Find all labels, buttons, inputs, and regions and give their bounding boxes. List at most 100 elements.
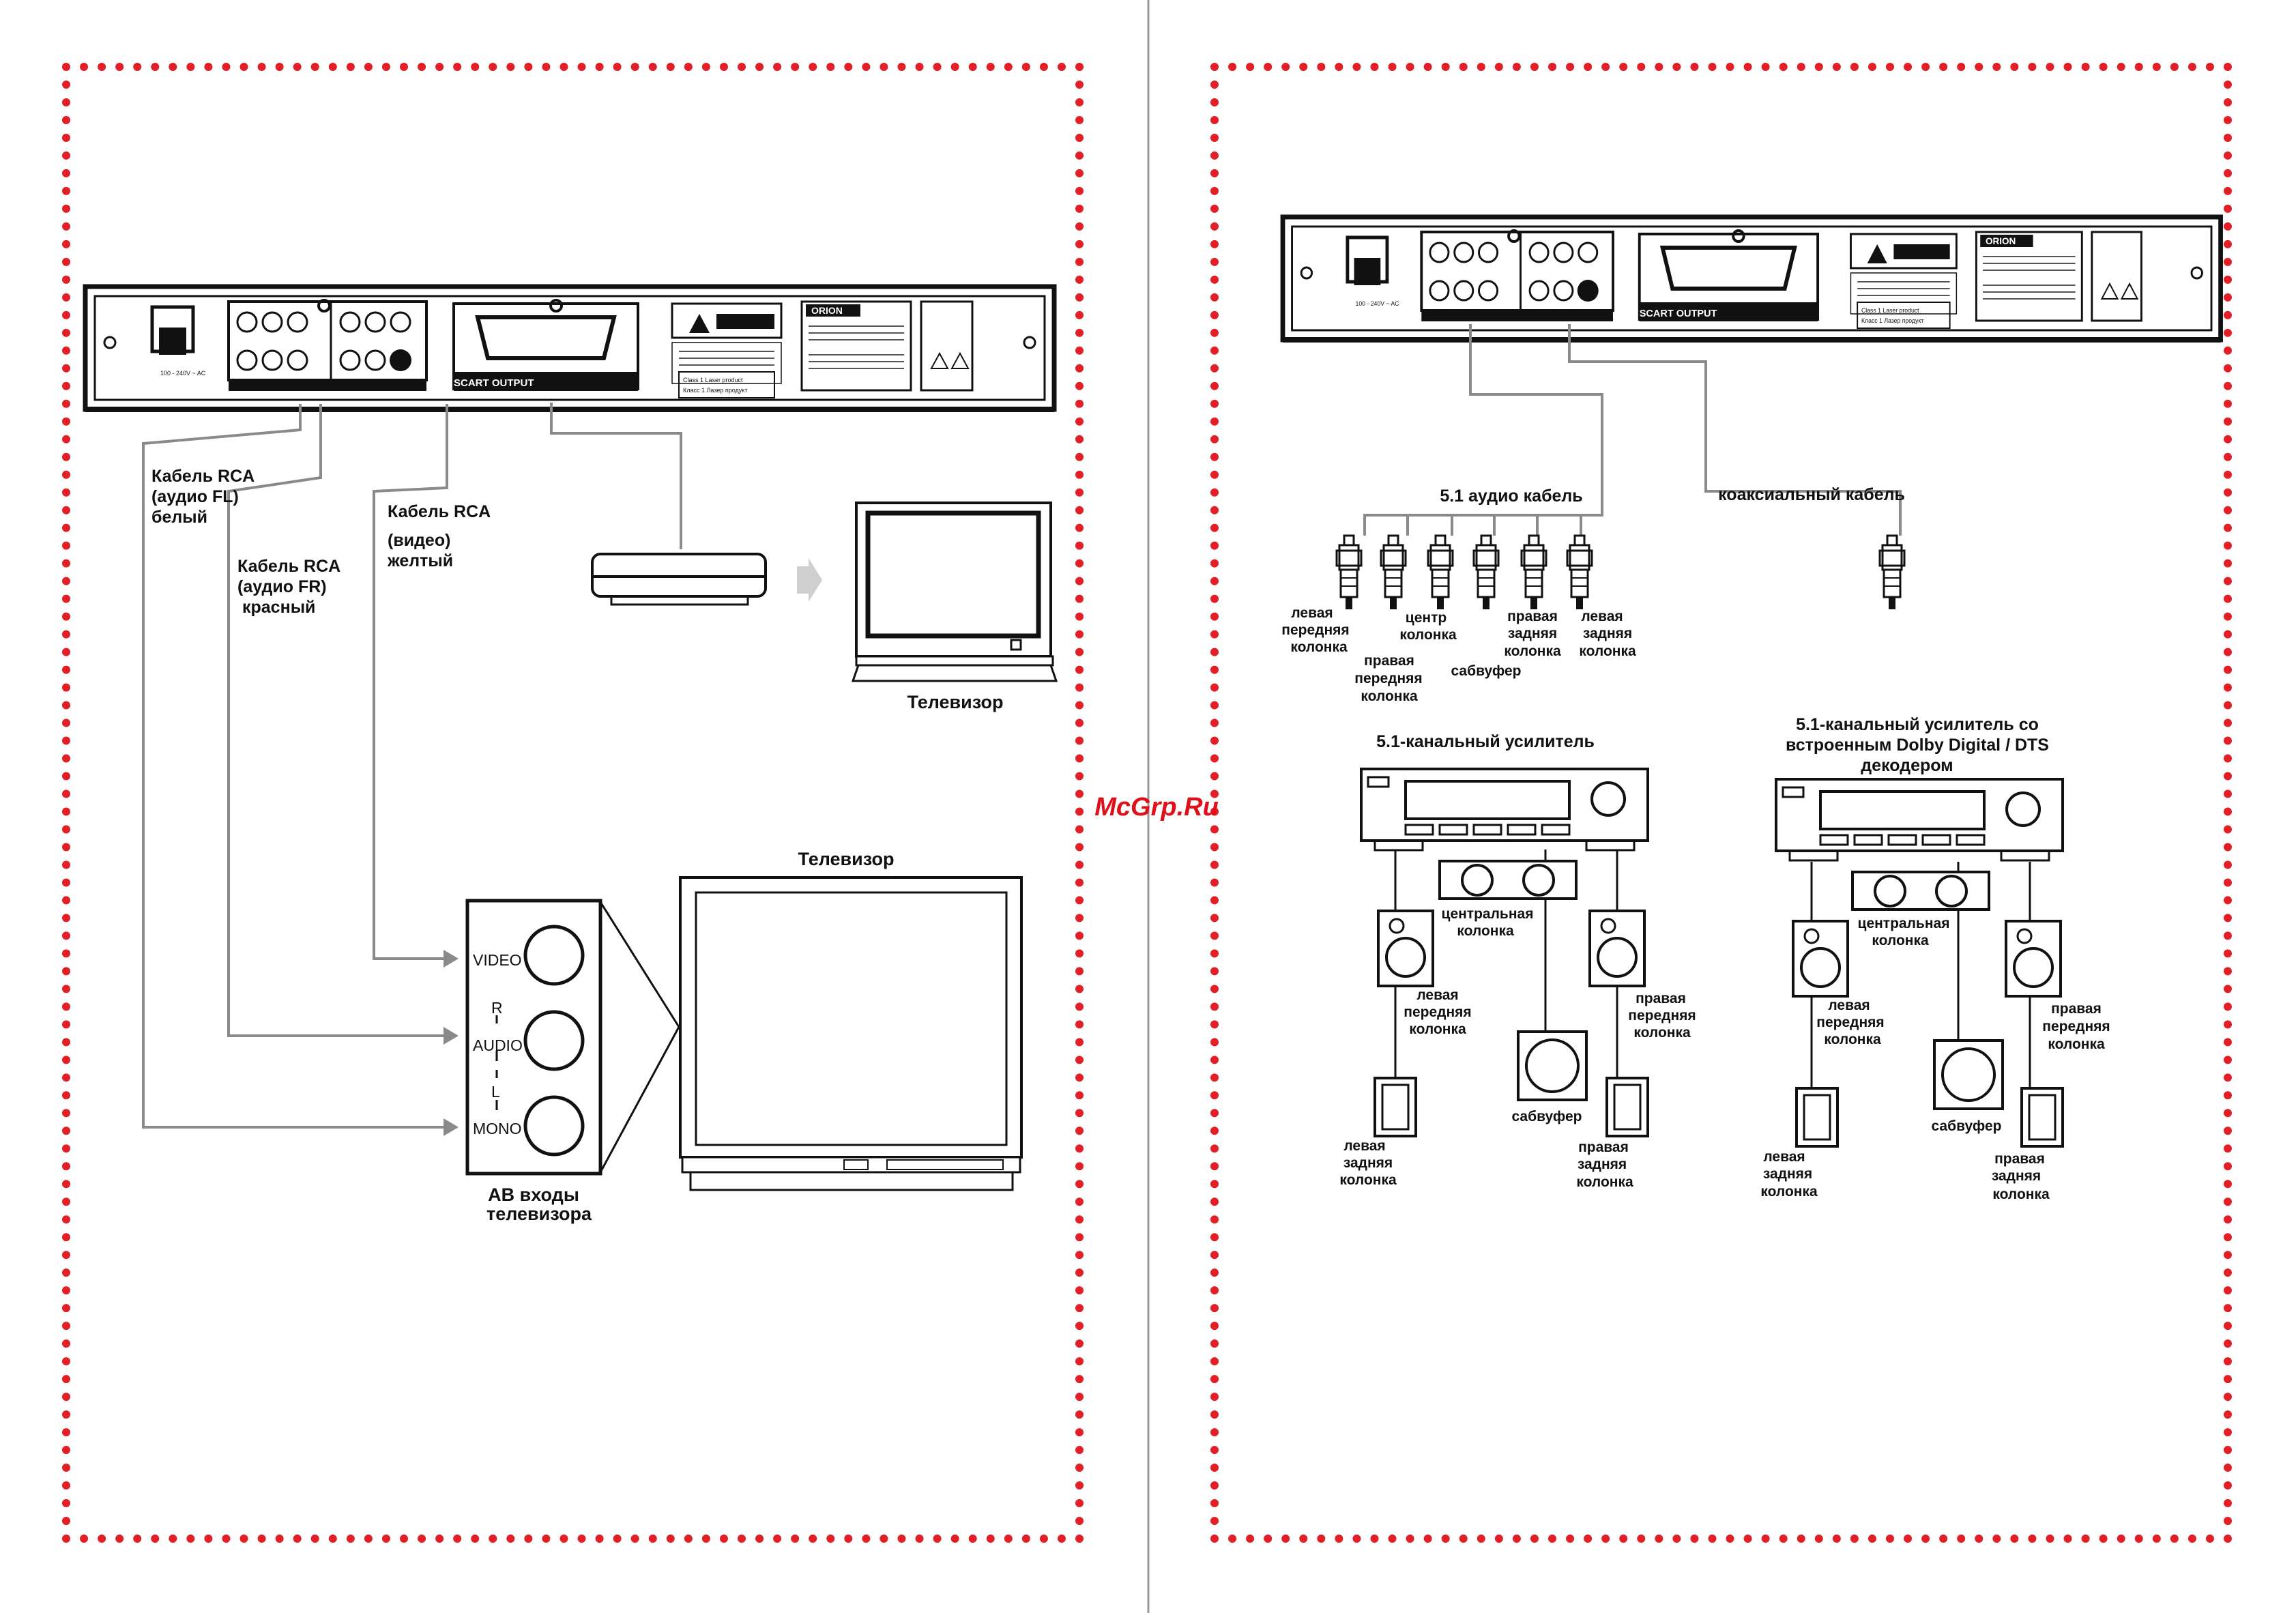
amp1-sub: сабвуфер <box>1512 1109 1582 1124</box>
left-dotted-frame <box>62 63 1084 1543</box>
amp1-title: 5.1-канальный усилитель <box>1376 732 1595 751</box>
cable-scart <box>550 403 682 549</box>
amp2-title-3: декодером <box>1861 756 1953 775</box>
amp2-fr-2: передняя <box>2042 1019 2110 1034</box>
plug-rr-3: колонка <box>1504 643 1561 659</box>
amp1-rr-2: задняя <box>1578 1157 1627 1172</box>
jack-mono-label: MONO <box>473 1120 522 1137</box>
amp2-center-1: центральная <box>1858 916 1950 931</box>
amp1-fr-1: правая <box>1636 991 1686 1006</box>
plug-rr-2: задняя <box>1508 626 1557 641</box>
plug-fr-2: передняя <box>1354 671 1422 686</box>
laser-label-ru: Класс 1 Лазер продукт <box>683 387 747 394</box>
label-cable-fr-3: красный <box>242 598 315 617</box>
amp1-system <box>1360 768 1649 1137</box>
label-coaxial-cable: коаксиальный кабель <box>1718 485 1905 504</box>
amp2-fl-2: передняя <box>1816 1015 1884 1030</box>
label-cable-fl-1: Кабель RCA <box>151 467 255 486</box>
amp2-rr-1: правая <box>1994 1151 2045 1167</box>
right-page: SCART OUTPUT ORION 100 - 240V ~ AC Class… <box>1281 217 2220 1202</box>
tv-big-label: Телевизор <box>798 849 895 869</box>
cable-fl <box>142 404 444 1129</box>
amp2-labels: центральная колонка левая передняя колон… <box>1760 916 2110 1202</box>
amp2-title-1: 5.1-канальный усилитель со <box>1796 715 2039 734</box>
amp1-fl-1: левая <box>1416 987 1458 1003</box>
amp2-rr-2: задняя <box>1992 1168 2041 1184</box>
plug-fl-3: колонка <box>1290 639 1348 655</box>
amp2-fr-3: колонка <box>2048 1036 2105 1052</box>
amp2-rl-3: колонка <box>1760 1184 1818 1200</box>
laser-label-en: Class 1 Laser product <box>683 377 743 383</box>
av-inputs-label-2: телевизора <box>486 1204 592 1224</box>
amp1-labels: центральная колонка левая передняя колон… <box>1339 906 1696 1190</box>
rca-plugs <box>1335 534 1906 611</box>
plug-rl-2: задняя <box>1583 626 1632 641</box>
plug-fr-1: правая <box>1364 653 1414 669</box>
amp1-fl-3: колонка <box>1409 1021 1466 1037</box>
tv-small <box>851 502 1058 682</box>
cable-arrows <box>444 950 459 1136</box>
laser-label-ru-right: Класс 1 Лазер продукт <box>1861 317 1923 324</box>
jack-audio-label: AUDIO <box>473 1036 523 1054</box>
amp2-fl-1: левая <box>1828 998 1870 1013</box>
plug-rl-1: левая <box>1581 609 1623 624</box>
jack-video-label: VIDEO <box>473 951 522 969</box>
scart-adapter <box>591 553 767 606</box>
amp1-center-2: колонка <box>1457 923 1514 939</box>
watermark: McGrp.Ru <box>1094 793 1219 822</box>
cable-video <box>373 404 448 960</box>
amp1-fl-2: передняя <box>1404 1004 1471 1020</box>
tv-av-input-panel <box>465 899 680 1176</box>
amp2-rl-2: задняя <box>1763 1166 1812 1182</box>
amp1-rr-3: колонка <box>1576 1174 1633 1190</box>
jack-l-label: L <box>491 1083 500 1101</box>
label-51-audio-cable: 5.1 аудио кабель <box>1440 486 1582 506</box>
plug-sub: сабвуфер <box>1451 663 1522 679</box>
plug-fr-3: колонка <box>1361 688 1418 704</box>
label-cable-fl-3: белый <box>151 508 207 527</box>
amp2-fl-3: колонка <box>1824 1032 1881 1047</box>
plug-center-1: центр <box>1406 610 1447 626</box>
label-cable-video-3: желтый <box>387 551 453 570</box>
label-cable-fl-2: (аудио FL) <box>151 487 239 506</box>
amp2-rl-1: левая <box>1763 1149 1805 1165</box>
tv-small-label: Телевизор <box>907 692 1004 712</box>
power-text-right: 100 - 240V ~ AC <box>1355 300 1399 307</box>
plug-rr-1: правая <box>1507 609 1558 624</box>
tv-big <box>679 876 1023 1191</box>
left-page: SCART OUTPUT ORION 100 - 240V ~ AC Class… <box>85 287 1058 1224</box>
amp1-fr-2: передняя <box>1628 1008 1696 1023</box>
scart-label-right: SCART OUTPUT <box>1640 308 1717 319</box>
amp2-rr-3: колонка <box>1992 1187 2050 1202</box>
right-dotted-frame <box>1210 63 2232 1543</box>
av-inputs-label-1: АВ входы <box>488 1185 579 1205</box>
plug-fl-1: левая <box>1291 605 1333 621</box>
dvd-rear-panel-left: SCART OUTPUT ORION 100 - 240V ~ AC Class… <box>85 287 1054 409</box>
dvd-rear-panel-right: SCART OUTPUT ORION 100 - 240V ~ AC Class… <box>1283 217 2221 340</box>
cable-fr <box>227 404 444 1037</box>
plug-center-2: колонка <box>1399 627 1457 643</box>
label-cable-fr-2: (аудио FR) <box>237 577 327 596</box>
plug-fl-2: передняя <box>1281 622 1349 638</box>
left-cables <box>142 403 682 1129</box>
label-cable-fr-1: Кабель RCA <box>237 557 340 576</box>
amp1-center-1: центральная <box>1442 906 1534 922</box>
laser-label-en-right: Class 1 Laser product <box>1861 307 1919 314</box>
power-text: 100 - 240V ~ AC <box>160 370 206 377</box>
plug-labels: левая передняя колонка правая передняя к… <box>1281 605 1636 704</box>
brand-label-right: ORION <box>1986 236 2016 246</box>
amp2-fr-1: правая <box>2051 1001 2102 1017</box>
scart-label: SCART OUTPUT <box>454 377 534 389</box>
amp2-system <box>1775 778 2064 1148</box>
amp2-center-2: колонка <box>1872 933 1929 948</box>
amp1-rr-1: правая <box>1578 1139 1629 1155</box>
arrow-to-tv <box>797 558 822 602</box>
label-cable-video-1: Кабель RCA <box>388 502 491 521</box>
jack-r-label: R <box>491 999 503 1017</box>
plug-rl-3: колонка <box>1579 643 1636 659</box>
label-cable-video-2: (видео) <box>388 531 450 550</box>
right-cables <box>1363 324 1902 536</box>
brand-label: ORION <box>811 305 843 316</box>
amp2-sub: сабвуфер <box>1932 1118 2002 1134</box>
